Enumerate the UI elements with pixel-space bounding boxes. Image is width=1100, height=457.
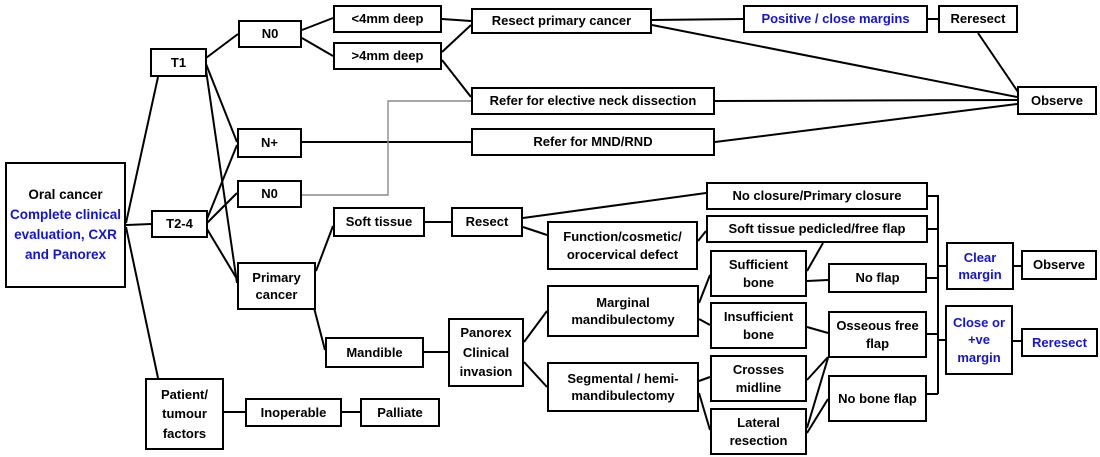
edge-panorex-marginal_mand (523, 310, 548, 343)
edge-n0_top-gt_4mm (301, 37, 334, 57)
edge-reresect_top-observe_top (977, 32, 1019, 93)
node-observe-bottom: Observe (1021, 250, 1097, 280)
edge-sufficient_bone-pedicled_flap (806, 242, 824, 272)
edge-n0_top-lt_4mm (301, 17, 334, 31)
node-lt-4mm-deep: <4mm deep (333, 5, 442, 33)
oral-cancer-subtitle: Complete clinical evaluation, CXR and Pa… (9, 206, 122, 263)
edge-marginal_mand-insufficient_bone (698, 318, 711, 326)
edge-t1-n_plus (205, 63, 238, 143)
edge-lateral_resection-osseous_flap (806, 357, 829, 429)
node-resect: Resect (451, 207, 523, 237)
node-clear-margin: Clear margin (946, 242, 1014, 290)
node-segmental-hemi-mandibulectomy: Segmental / hemi- mandibulectomy (547, 362, 699, 412)
node-close-or-positive-margin: Close or +ve margin (945, 305, 1013, 375)
edge-resect_primary-observe_top (651, 24, 1018, 98)
edge-segmental_mand-crosses_midline (698, 376, 711, 382)
node-crosses-midline: Crosses midline (710, 355, 807, 402)
node-palliate: Palliate (360, 398, 440, 427)
node-resect-primary-cancer: Resect primary cancer (471, 8, 652, 34)
edge-crosses_midline-osseous_flap (806, 356, 829, 381)
edge-gt_4mm-resect_primary (441, 24, 472, 53)
node-positive-close-margins: Positive / close margins (743, 5, 928, 33)
node-primary-cancer: Primary cancer (237, 262, 316, 310)
edge-n0_bottom-refer_elective (302, 100, 471, 196)
node-marginal-mandibulectomy: Marginal mandibulectomy (547, 285, 699, 337)
node-reresect-top: Reresect (938, 5, 1018, 33)
edge-primary_cancer-soft_tissue (315, 225, 334, 272)
node-patient-tumour-factors: Patient/ tumour factors (145, 378, 224, 450)
edge-t1-n0_top (205, 33, 239, 59)
node-osseous-free-flap: Osseous free flap (828, 311, 927, 358)
edge-refer_mnd-observe_top (714, 103, 1018, 143)
node-lateral-resection: Lateral resection (710, 408, 807, 455)
node-sufficient-bone: Sufficient bone (710, 250, 807, 297)
node-mandible: Mandible (325, 337, 424, 368)
edge-t1-primary_cancer (205, 69, 238, 284)
node-reresect-bottom: Reresect (1021, 328, 1098, 357)
edge-resect-no_closure (522, 192, 707, 219)
node-refer-mnd-rnd: Refer for MND/RND (471, 128, 715, 156)
node-n-plus: N+ (237, 128, 302, 158)
edge-segmental_mand-lateral_resection (698, 392, 711, 431)
edge-panorex-segmental_mand (523, 361, 548, 388)
edge-resect_primary-positive_margins (651, 18, 744, 21)
edge-t2_4-n0_bottom (206, 192, 238, 224)
edge-lateral_resection-no_bone_flap (806, 398, 829, 434)
edge-oral_cancer-patient_factors (125, 226, 159, 379)
edge-t2_4-n_plus (206, 144, 238, 220)
edge-oral_cancer-t2_4 (125, 223, 152, 226)
node-observe-top: Observe (1017, 86, 1097, 115)
node-no-flap: No flap (828, 263, 927, 293)
node-no-closure-primary-closure: No closure/Primary closure (706, 182, 928, 210)
edge-function_defect-pedicled_flap (697, 230, 707, 242)
node-no-bone-flap: No bone flap (828, 375, 927, 422)
node-soft-tissue-pedicled-free-flap: Soft tissue pedicled/free flap (706, 215, 928, 243)
connector-group (125, 17, 1021, 434)
oral-cancer-title: Oral cancer (28, 186, 103, 202)
edge-resect-function_defect (522, 226, 548, 236)
edge-oral_cancer-t1 (125, 76, 159, 224)
node-inoperable: Inoperable (245, 398, 342, 427)
node-insufficient-bone: Insufficient bone (710, 302, 807, 349)
node-t2-4: T2-4 (151, 210, 208, 238)
node-n0-top: N0 (238, 20, 302, 48)
node-n0-bottom: N0 (237, 180, 302, 208)
edge-insufficient_bone-osseous_flap (806, 326, 829, 334)
node-refer-elective-neck-dissection: Refer for elective neck dissection (471, 87, 715, 115)
node-t1: T1 (150, 48, 207, 77)
edge-t2_4-primary_cancer (206, 228, 238, 280)
edge-lt_4mm-resect_primary (441, 18, 472, 22)
edge-gt_4mm-refer_elective (441, 59, 472, 98)
node-oral-cancer: Oral cancer Complete clinical evaluation… (5, 162, 126, 288)
edge-marginal_mand-sufficient_bone (698, 274, 711, 304)
edge-primary_cancer-mandible (312, 303, 326, 351)
node-function-cosmetic-orocervical-defect: Function/cosmetic/ orocervical defect (547, 221, 698, 270)
node-panorex-clinical-invasion: Panorex Clinical invasion (448, 318, 524, 387)
edge-refer_elective-observe_top (714, 99, 1018, 102)
node-soft-tissue: Soft tissue (333, 207, 425, 237)
edge-sufficient_bone-no_flap (806, 279, 829, 282)
node-gt-4mm-deep: >4mm deep (333, 42, 442, 70)
